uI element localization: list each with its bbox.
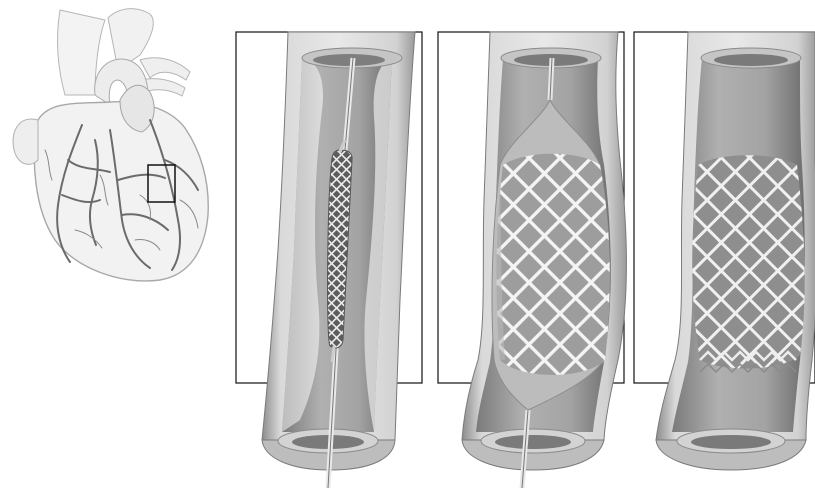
panel-1 [236, 32, 422, 488]
panel-3 [634, 32, 815, 470]
panel-2 [438, 32, 627, 488]
heart-with-coronary-arteries-icon [13, 9, 208, 281]
